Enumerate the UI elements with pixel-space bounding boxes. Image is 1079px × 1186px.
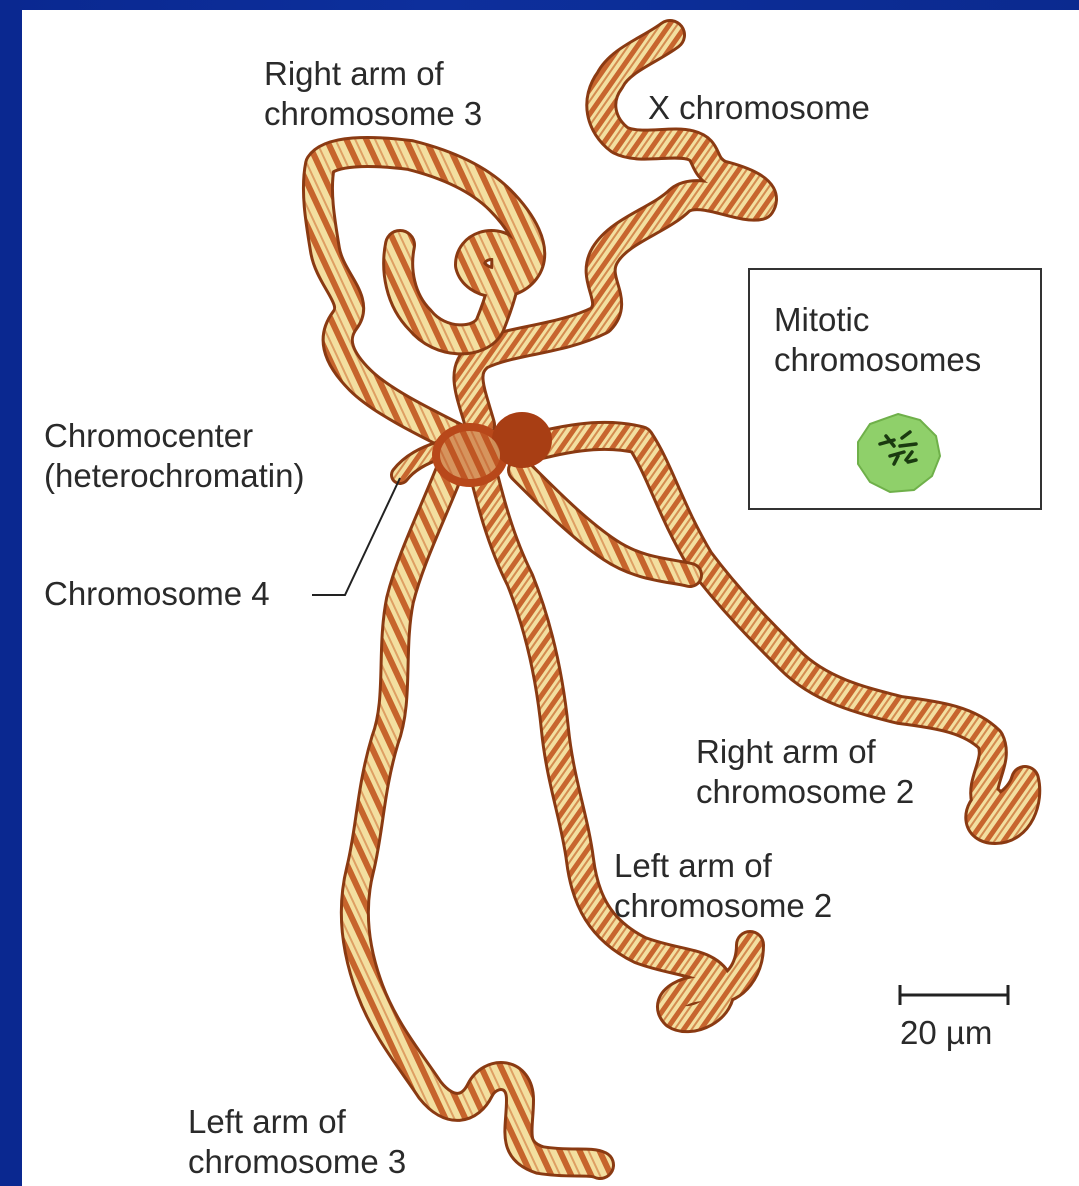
scale-bar: 20 µm bbox=[896, 985, 1012, 1055]
label-left-arm-chromosome-2: Left arm of chromosome 2 bbox=[614, 846, 832, 926]
chromosome-4-pointer bbox=[312, 478, 400, 595]
label-x-chromosome: X chromosome bbox=[648, 88, 870, 128]
inset-title: Mitotic chromosomes bbox=[774, 300, 981, 380]
label-right-arm-chromosome-3: Right arm of chromosome 3 bbox=[264, 54, 482, 134]
label-right-arm-chromosome-2: Right arm of chromosome 2 bbox=[696, 732, 914, 812]
label-chromosome-4: Chromosome 4 bbox=[44, 574, 270, 614]
mitotic-chromosomes-inset: Mitotic chromosomes bbox=[748, 268, 1042, 510]
right-arm-chromosome-3 bbox=[318, 152, 530, 440]
label-left-arm-chromosome-3: Left arm of chromosome 3 bbox=[188, 1102, 406, 1182]
mitotic-nucleus-icon bbox=[850, 410, 946, 494]
scale-bar-label: 20 µm bbox=[900, 1013, 992, 1053]
label-chromocenter: Chromocenter (heterochromatin) bbox=[44, 416, 304, 496]
